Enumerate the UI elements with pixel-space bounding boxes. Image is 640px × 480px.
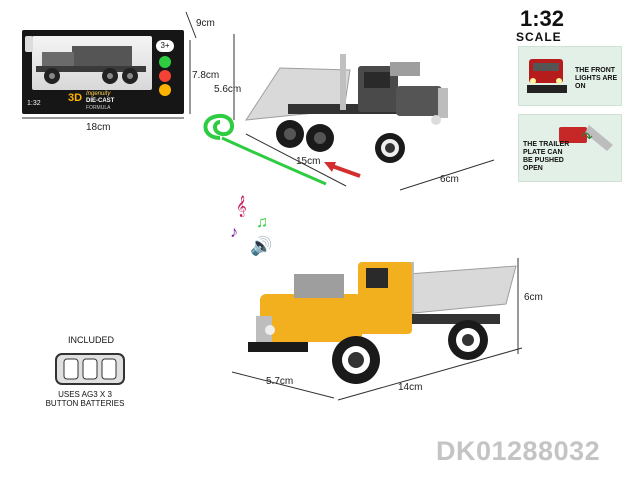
battery-description: USES AG3 X 3 BUTTON BATTERIES (45, 390, 125, 408)
package-light-green (159, 56, 171, 68)
pull-back-swirl-icon (203, 113, 327, 186)
red-truck-front-image (527, 59, 567, 93)
package-formula: FORMULA (86, 105, 111, 111)
direction-arrow-icon (324, 162, 361, 178)
music-note-icon: ♫ (256, 214, 268, 231)
feature-lights-text: THE FRONT LIGHTS ARE ON (575, 67, 618, 90)
music-note-icon: 𝄞 (236, 196, 247, 216)
gray-truck-width-label: 6cm (440, 174, 459, 185)
package-depth-label: 9cm (196, 18, 215, 29)
product-code: DK01288032 (436, 436, 601, 466)
package-height-label: 7.8cm (192, 70, 220, 81)
gray-truck-height-label: 5.6cm (214, 84, 242, 95)
package-logo (25, 36, 33, 52)
gray-truck (245, 54, 448, 163)
battery-included-label: INCLUDED (68, 335, 115, 345)
package-scale-label: 1:32 (27, 100, 41, 107)
feature-trailer-text: THE TRAILER PLATE CAN BE PUSHED OPEN (523, 141, 570, 172)
package-truck-image (36, 46, 146, 84)
feature-lights-box: THE FRONT LIGHTS ARE ON (518, 46, 622, 106)
music-note-icon: ♪ (230, 224, 238, 241)
battery-panel (32, 336, 140, 426)
scale-word: SCALE (516, 30, 562, 44)
package-window (32, 36, 152, 90)
package-brand-subtitle: Ingenuity (86, 91, 111, 97)
battery-holder-image (55, 353, 125, 385)
package-brand: 3D (68, 92, 83, 104)
sound-speaker-icon: 🔊 (250, 236, 273, 256)
age-badge: 3+ (156, 40, 174, 52)
yellow-truck-height-label: 6cm (524, 292, 543, 303)
gray-truck-length-label: 15cm (296, 156, 321, 167)
yellow-truck-length-label: 14cm (398, 382, 423, 393)
yellow-truck (248, 262, 517, 384)
yellow-truck-width-label: 5.7cm (266, 376, 294, 387)
rotate-arrow-icon: ↷ (581, 129, 593, 145)
package-light-red (159, 70, 171, 82)
package-width-label: 18cm (86, 122, 111, 133)
package-light-amber (159, 84, 171, 96)
trailer-plate-image (559, 125, 613, 151)
package-die-cast: DIE-CAST (86, 98, 115, 104)
feature-trailer-box: ↷ THE TRAILER PLATE CAN BE PUSHED OPEN (518, 114, 622, 182)
scale-value: 1:32 (520, 6, 565, 31)
